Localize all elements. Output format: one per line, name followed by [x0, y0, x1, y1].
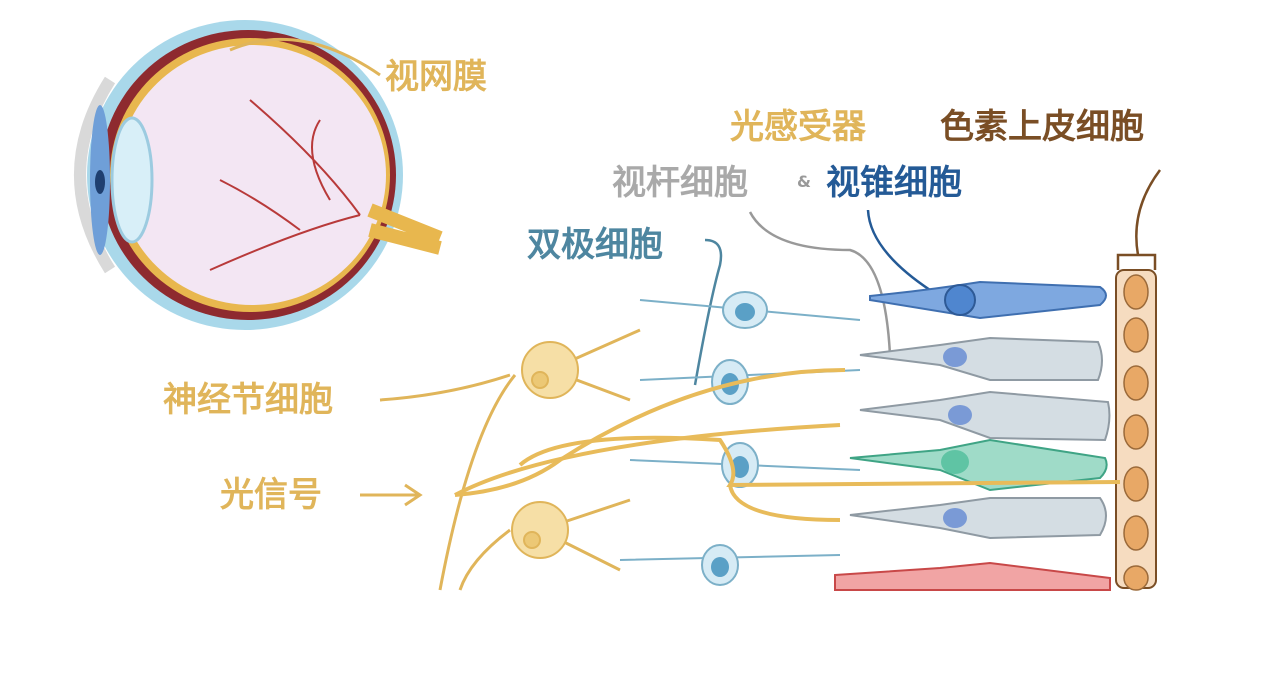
pigment-leader	[1116, 169, 1162, 270]
pigment-epithelium-cells	[1115, 269, 1157, 591]
light-signal-arrow	[360, 483, 423, 507]
cone-leader	[866, 209, 931, 292]
bipolar-leader	[693, 238, 723, 386]
label-ganglion: 神经节细胞	[163, 380, 333, 420]
light-signal-paths	[454, 368, 1121, 522]
label-photoreceptors: 光感受器	[730, 107, 866, 147]
label-cones: 视锥细胞	[826, 163, 962, 203]
bipolar-cells	[619, 291, 861, 586]
rod-leader	[748, 211, 892, 356]
label-retina: 视网膜	[385, 57, 487, 97]
label-pigment-epithelium: 色素上皮细胞	[940, 107, 1144, 147]
label-light-signal: 光信号	[220, 475, 322, 515]
photoreceptors	[834, 280, 1111, 591]
retina-leader	[229, 37, 381, 77]
label-rods: 视杆细胞	[612, 163, 748, 203]
label-ampersand: &	[797, 172, 811, 191]
eye-illustration	[74, 20, 443, 330]
ganglion-cells	[438, 328, 641, 591]
ganglion-leader	[379, 373, 511, 402]
label-bipolar: 双极细胞	[527, 225, 663, 265]
